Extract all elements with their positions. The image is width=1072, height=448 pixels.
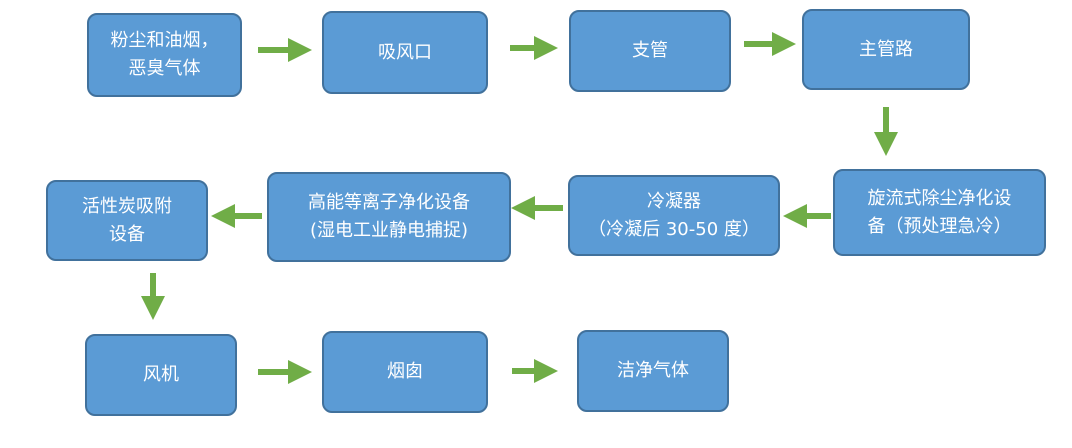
node-source: 粉尘和油烟， 恶臭气体: [87, 13, 242, 97]
node-branch: 支管: [569, 10, 731, 92]
node-cyclone: 旋流式除尘净化设 备（预处理急冷）: [833, 169, 1046, 256]
node-plasma-line-2: (湿电工业静电捕捉): [309, 220, 469, 241]
node-intake: 吸风口: [322, 11, 488, 94]
node-branch-label: 支管: [632, 40, 668, 61]
node-plasma-line-1: 高能等离子净化设备: [308, 192, 470, 213]
node-cyclone-line-1: 旋流式除尘净化设: [867, 187, 1012, 209]
node-chimney-label: 烟囱: [387, 361, 423, 382]
node-fan-label: 风机: [143, 364, 179, 385]
node-carbon: 活性炭吸附 设备: [46, 180, 208, 261]
node-clean-gas-label: 洁净气体: [617, 360, 689, 381]
node-main-pipe: 主管路: [802, 9, 970, 90]
node-carbon-line-1: 活性炭吸附: [82, 195, 172, 217]
node-source-line-2: 恶臭气体: [128, 58, 201, 79]
node-main-pipe-label: 主管路: [859, 38, 913, 60]
node-condenser-line-2: （冷凝后 30-50 度）: [588, 218, 760, 240]
node-clean-gas: 洁净气体: [577, 330, 729, 412]
node-cyclone-line-2: 备（预处理急冷）: [867, 215, 1012, 237]
node-chimney: 烟囱: [322, 331, 488, 413]
node-condenser-line-1: 冷凝器: [647, 190, 701, 212]
node-carbon-line-2: 设备: [109, 223, 145, 245]
node-condenser: 冷凝器 （冷凝后 30-50 度）: [568, 175, 780, 256]
node-fan: 风机: [85, 334, 237, 416]
node-source-line-1: 粉尘和油烟，: [110, 30, 219, 51]
node-plasma: 高能等离子净化设备 (湿电工业静电捕捉): [267, 172, 511, 262]
node-intake-label: 吸风口: [378, 41, 432, 63]
